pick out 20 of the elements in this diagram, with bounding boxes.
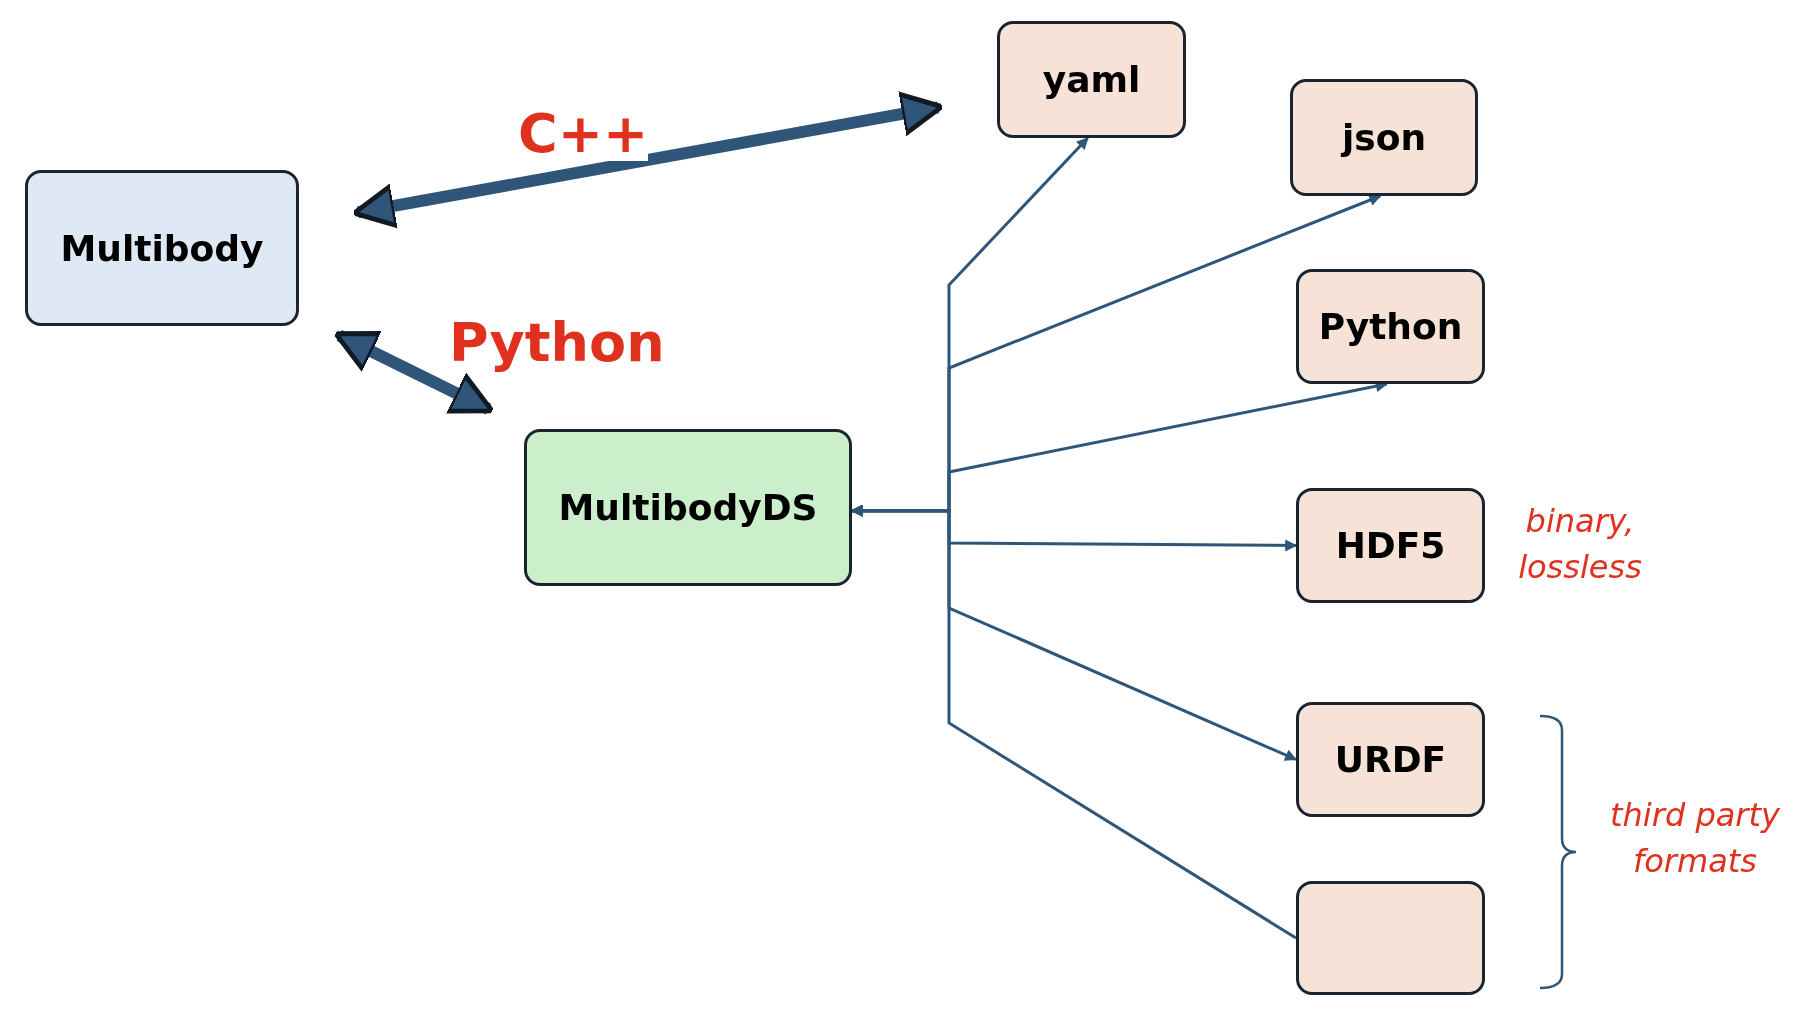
node-label: Python: [1318, 306, 1463, 347]
format-box: [1296, 702, 1485, 817]
annotation: binary, lossless: [1517, 501, 1643, 589]
node-label: yaml: [1042, 59, 1141, 100]
double-arrow: [333, 330, 495, 415]
format-box: [1290, 79, 1478, 196]
node-label: URDF: [1334, 739, 1447, 780]
double-arrow: [351, 91, 945, 229]
node-label: HDF5: [1335, 525, 1446, 566]
format-box: [25, 170, 299, 326]
annotation: third party formats: [1609, 795, 1781, 883]
format-box: [1296, 488, 1485, 603]
node-label: json: [1341, 117, 1427, 158]
node-label: MultibodyDS: [558, 487, 818, 528]
format-box: [1296, 269, 1485, 384]
arrow: [850, 504, 1297, 940]
format-box: [524, 429, 852, 586]
empty-box: [1296, 881, 1485, 995]
node-label: Multibody: [60, 227, 264, 269]
format-box: [997, 21, 1186, 138]
